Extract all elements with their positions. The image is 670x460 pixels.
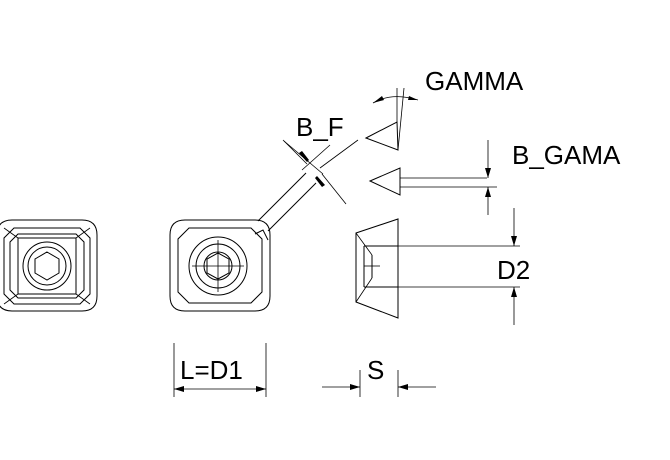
l-d1-label: L=D1 bbox=[180, 355, 243, 385]
b-gama-dimension bbox=[485, 140, 491, 215]
l-d1-dimension bbox=[173, 343, 267, 397]
insert-top-view-left bbox=[0, 219, 98, 312]
b-f-label: B_F bbox=[296, 112, 344, 142]
insert-side-section bbox=[355, 218, 399, 319]
holder-shank bbox=[257, 172, 317, 232]
b-f-dimension bbox=[282, 139, 359, 205]
insert-top-view-center bbox=[169, 219, 271, 312]
d2-label: D2 bbox=[497, 255, 530, 285]
gamma-label: GAMMA bbox=[425, 66, 524, 96]
d2-dimension bbox=[398, 208, 520, 325]
cutting-edge-views bbox=[364, 121, 497, 196]
b-gama-label: B_GAMA bbox=[512, 140, 621, 170]
gamma-dimension bbox=[372, 87, 419, 151]
s-dimension bbox=[322, 370, 436, 397]
s-label: S bbox=[367, 355, 384, 385]
